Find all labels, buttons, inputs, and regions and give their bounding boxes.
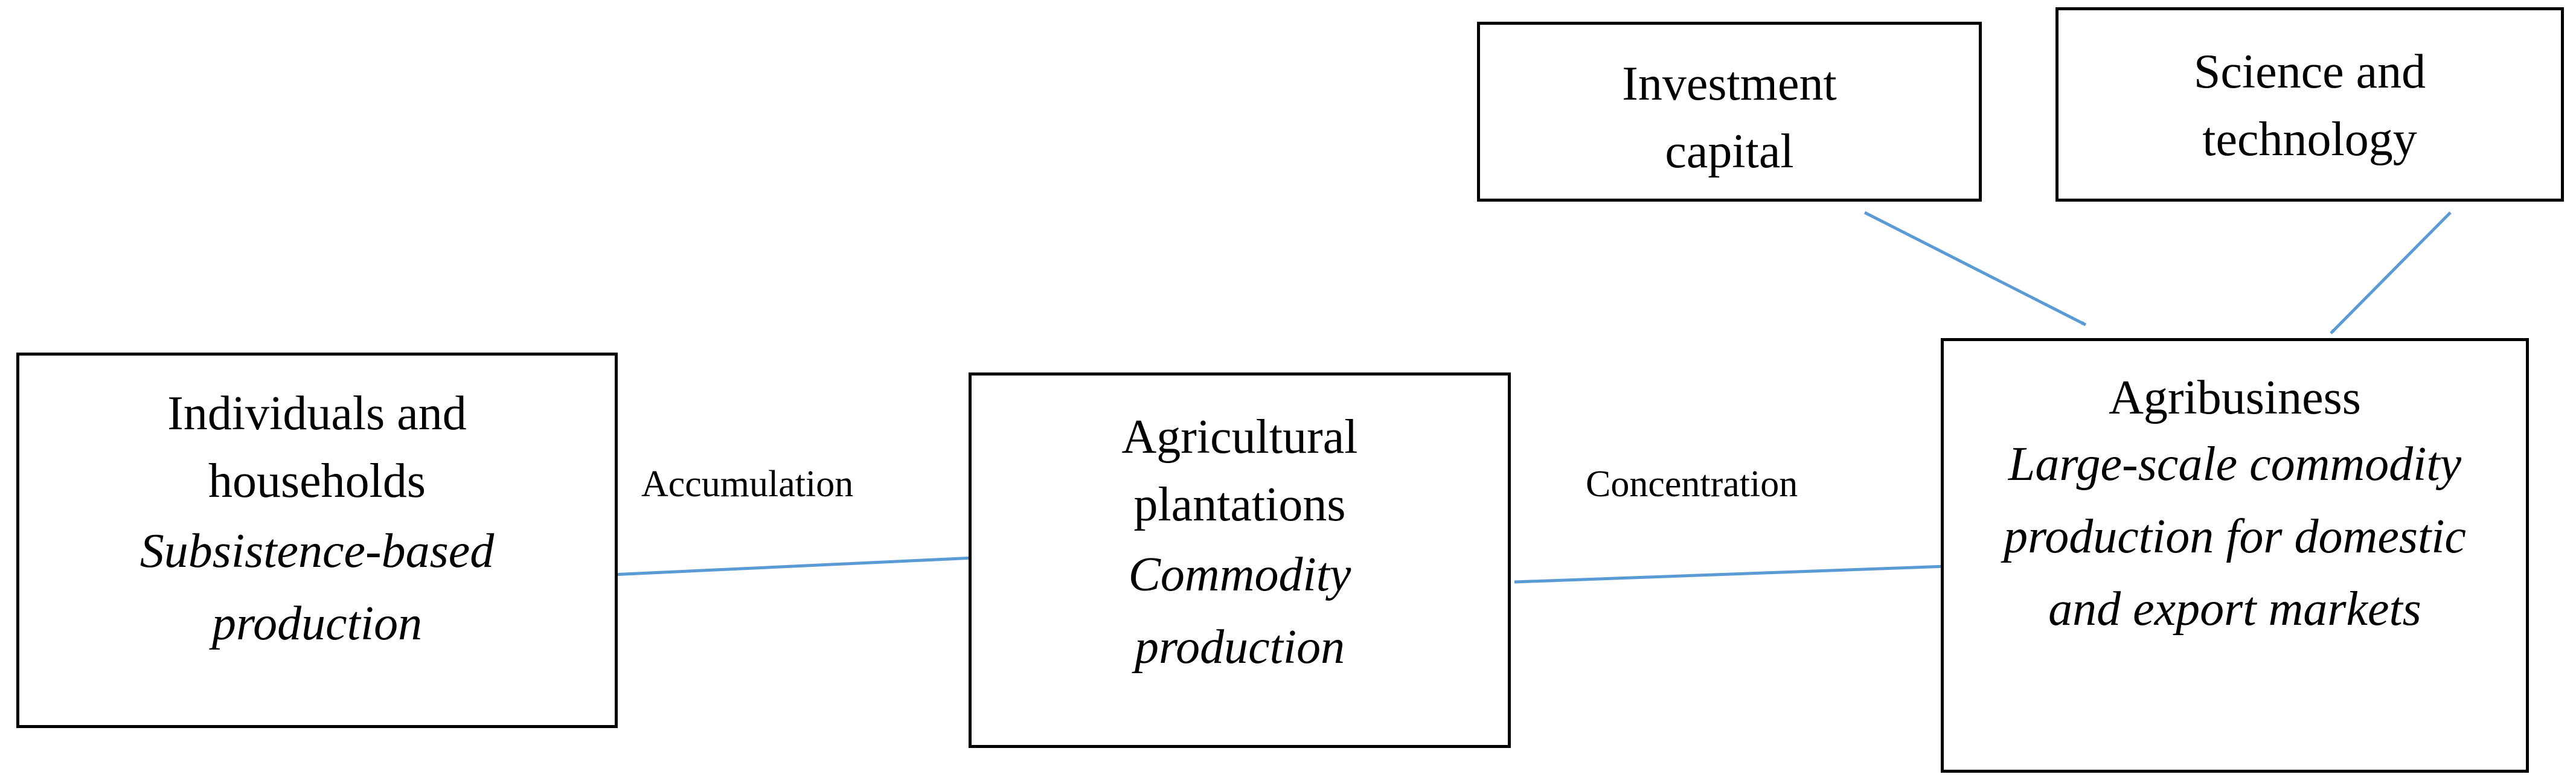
accumulation-arrow bbox=[610, 555, 975, 577]
science-arrow bbox=[2330, 211, 2452, 334]
agribusiness-title: Agribusiness bbox=[2109, 371, 2361, 424]
agricultural-plantations-box: Agricultural plantations Commodity produ… bbox=[969, 372, 1511, 748]
agricultural-plantations-title: Agricultural plantations bbox=[1121, 411, 1358, 531]
science-technology-box: Science and technology bbox=[2055, 7, 2564, 202]
large-scale-production-text: Large-scale commodity production for dom… bbox=[2004, 438, 2466, 636]
individuals-households-title: Individuals and households bbox=[167, 387, 467, 508]
subsistence-production-text: Subsistence-based production bbox=[139, 525, 495, 650]
agribusiness-box: Agribusiness Large-scale commodity produ… bbox=[1941, 338, 2529, 773]
accumulation-label: Accumulation bbox=[641, 464, 854, 505]
investment-arrow bbox=[1863, 211, 2087, 327]
science-technology-title: Science and technology bbox=[2193, 45, 2426, 166]
investment-capital-title: Investment capital bbox=[1622, 57, 1837, 178]
concentration-label: Concentration bbox=[1586, 464, 1798, 505]
individuals-households-box: Individuals and households Subsistence-b… bbox=[16, 353, 618, 728]
investment-capital-box: Investment capital bbox=[1477, 22, 1982, 202]
concentration-arrow bbox=[1514, 564, 1947, 584]
commodity-production-text: Commodity production bbox=[1128, 548, 1351, 674]
